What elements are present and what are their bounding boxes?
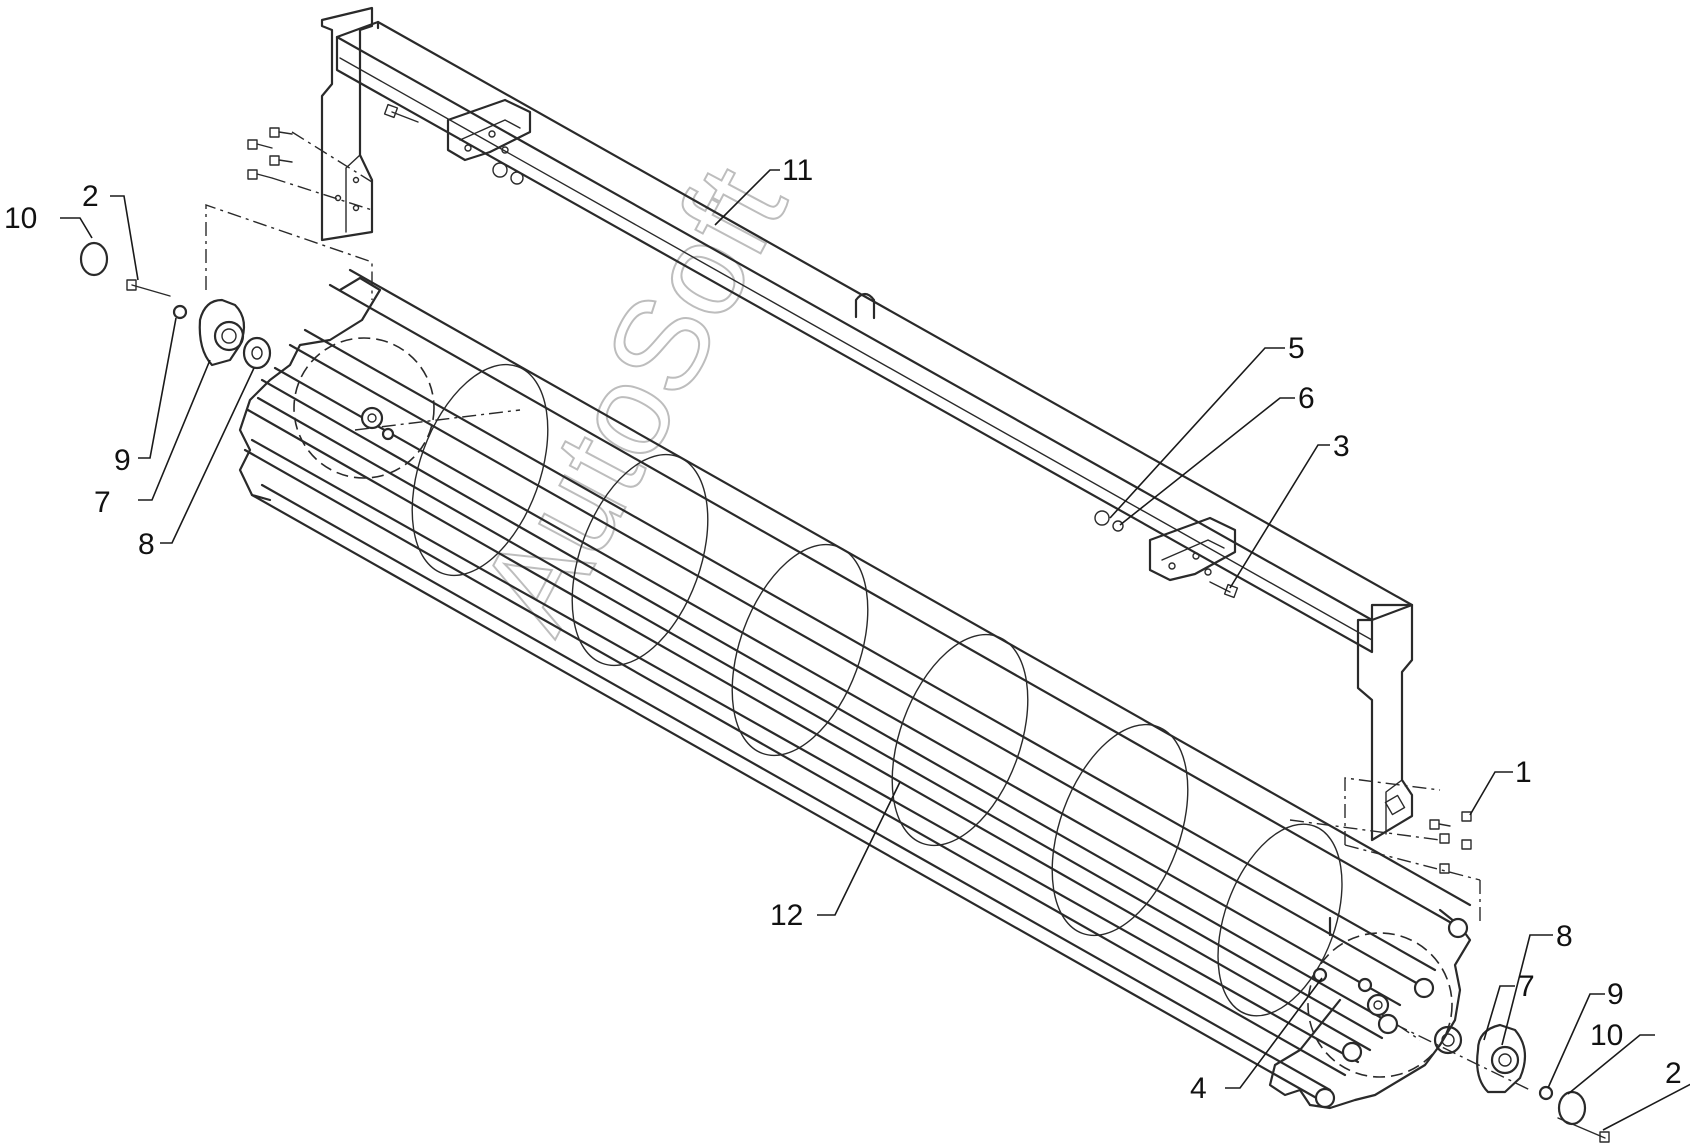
nut-icon bbox=[1094, 510, 1124, 532]
bolt-icon bbox=[1429, 811, 1472, 874]
cap-icon bbox=[1557, 1090, 1587, 1126]
callout-6: 6 bbox=[1298, 382, 1315, 415]
callout-7-left: 7 bbox=[94, 486, 111, 519]
callout-4: 4 bbox=[1190, 1072, 1207, 1105]
bolt-icon bbox=[1557, 1117, 1610, 1143]
right-hub-parts bbox=[1433, 1023, 1610, 1143]
callout-10-left: 10 bbox=[4, 202, 37, 235]
alignment-lines bbox=[205, 131, 1531, 1091]
bolt-icon bbox=[126, 279, 171, 297]
beam-fasteners bbox=[247, 103, 1472, 874]
watermark: AutoSoft bbox=[450, 143, 815, 654]
watermark-text: AutoSoft bbox=[451, 144, 814, 653]
left-hub-parts bbox=[79, 241, 272, 370]
callout-12: 12 bbox=[770, 899, 803, 932]
bolt-icon bbox=[1209, 581, 1239, 599]
washer-icon bbox=[242, 336, 272, 370]
callout-10-right: 10 bbox=[1590, 1019, 1623, 1052]
callout-11: 11 bbox=[782, 154, 813, 187]
callout-7-right: 7 bbox=[1518, 970, 1535, 1003]
callout-8-left: 8 bbox=[138, 528, 155, 561]
nut-icon bbox=[492, 162, 524, 185]
callout-2-left: 2 bbox=[82, 180, 99, 213]
callout-9-left: 9 bbox=[114, 444, 131, 477]
bolt-icon bbox=[247, 127, 293, 180]
cap-icon bbox=[79, 241, 109, 277]
callout-3: 3 bbox=[1333, 430, 1350, 463]
washer-icon bbox=[172, 304, 188, 320]
washer-icon bbox=[1538, 1085, 1554, 1101]
callout-1: 1 bbox=[1515, 756, 1532, 789]
bearing-icon bbox=[198, 298, 246, 367]
bearing-icon bbox=[1476, 1023, 1527, 1094]
cage-roller bbox=[238, 268, 1472, 1110]
callout-8-right: 8 bbox=[1556, 920, 1573, 953]
callout-5: 5 bbox=[1288, 332, 1305, 365]
callouts: 10 2 9 7 8 11 5 6 3 1 12 8 7 9 10 2 4 bbox=[4, 154, 1682, 1105]
callout-9-right: 9 bbox=[1607, 978, 1624, 1011]
bolt-icon bbox=[383, 103, 419, 123]
leader-lines bbox=[60, 169, 1690, 1131]
washer-icon bbox=[1433, 1025, 1463, 1055]
callout-2-right: 2 bbox=[1665, 1057, 1682, 1090]
